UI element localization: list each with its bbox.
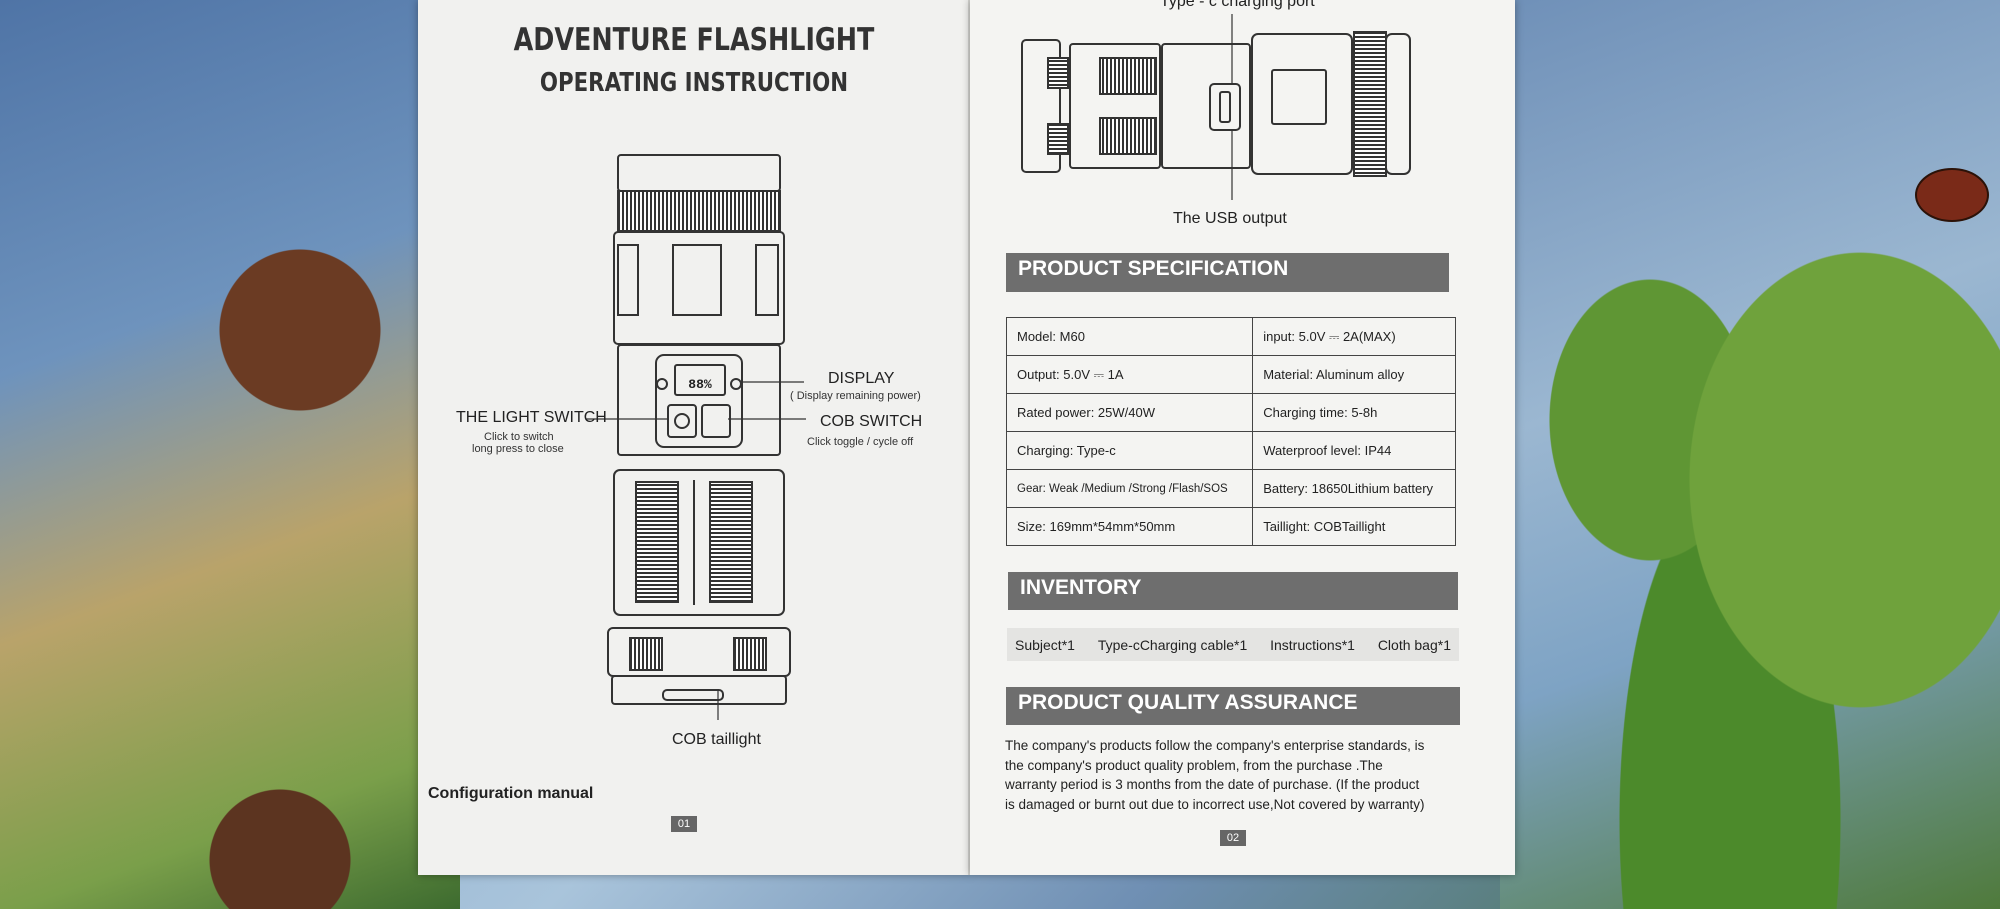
warranty-line: The company's products follow the compan… (1005, 738, 1425, 753)
spec-cell: Waterproof level: IP44 (1252, 431, 1456, 470)
display-screen-readout: 88% (688, 377, 712, 392)
cob-switch-label: COB SWITCH (820, 413, 923, 430)
spec-cell: Output: 5.0V ⎓ 1A (1005, 355, 1254, 394)
spec-cell: Rated power: 25W/40W (1005, 393, 1254, 432)
light-switch-note-2: long press to close (472, 443, 564, 455)
list-item: Subject*1 (1015, 636, 1075, 653)
usb-output-label: The USB output (1173, 210, 1287, 227)
background-sunflowers (0, 0, 460, 909)
manual-title: ADVENTURE FLASHLIGHT (513, 22, 875, 58)
spec-cell: Charging: Type-c (1005, 431, 1254, 470)
spec-cell: Taillight: COBTaillight (1252, 507, 1456, 546)
inventory-list: Subject*1 Type-cCharging cable*1 Instruc… (1007, 628, 1459, 661)
flashlight-side-diagram (1021, 14, 1411, 200)
spec-cell: Size: 169mm*54mm*50mm (1005, 507, 1254, 546)
light-switch-label: THE LIGHT SWITCH (456, 409, 607, 426)
list-item: Instructions*1 (1270, 636, 1355, 653)
warranty-line: is damaged or burnt out due to incorrect… (1005, 796, 1425, 812)
warranty-line: warranty period is 3 months from the dat… (1005, 777, 1420, 792)
page-number-left: 01 (671, 816, 697, 832)
cob-switch-note: Click toggle / cycle off (807, 436, 914, 448)
spec-heading: PRODUCT SPECIFICATION (1006, 253, 1449, 292)
display-label: DISPLAY (828, 370, 895, 387)
display-note: ( Display remaining power) (790, 390, 921, 402)
list-item: Type-cCharging cable*1 (1097, 636, 1248, 653)
spec-cell: Gear: Weak /Medium /Strong /Flash/SOS (1005, 469, 1254, 508)
configuration-manual-footer: Configuration manual (428, 785, 594, 802)
page-number-right: 02 (1220, 830, 1246, 846)
light-switch-note-1: Click to switch (484, 431, 554, 443)
spec-cell: input: 5.0V ⎓ 2A(MAX) (1252, 317, 1456, 356)
spec-cell: Model: M60 (1005, 317, 1254, 356)
cob-taillight-label: COB taillight (672, 731, 761, 748)
spec-cell: Material: Aluminum alloy (1252, 355, 1456, 394)
spec-cell: Charging time: 5-8h (1252, 393, 1456, 432)
warranty-line: the company's product quality problem, f… (1005, 757, 1383, 773)
charging-port-label: Type - c charging port (1160, 0, 1315, 10)
manual-subtitle: OPERATING INSTRUCTION (539, 68, 849, 98)
manual-page-left: ADVENTURE FLASHLIGHT OPERATING INSTRUCTI… (418, 0, 970, 875)
ladybug-decoration (1915, 168, 1989, 222)
inventory-heading: INVENTORY (1008, 572, 1458, 610)
background-leaves (1500, 0, 2000, 909)
warranty-text: The company's products follow the compan… (1005, 736, 1460, 814)
quality-heading: PRODUCT QUALITY ASSURANCE (1006, 687, 1460, 725)
spec-cell: Battery: 18650Lithium battery (1252, 469, 1456, 508)
flashlight-front-diagram: 88% (586, 154, 806, 720)
list-item: Cloth bag*1 (1377, 636, 1451, 653)
book-spine (968, 0, 971, 875)
